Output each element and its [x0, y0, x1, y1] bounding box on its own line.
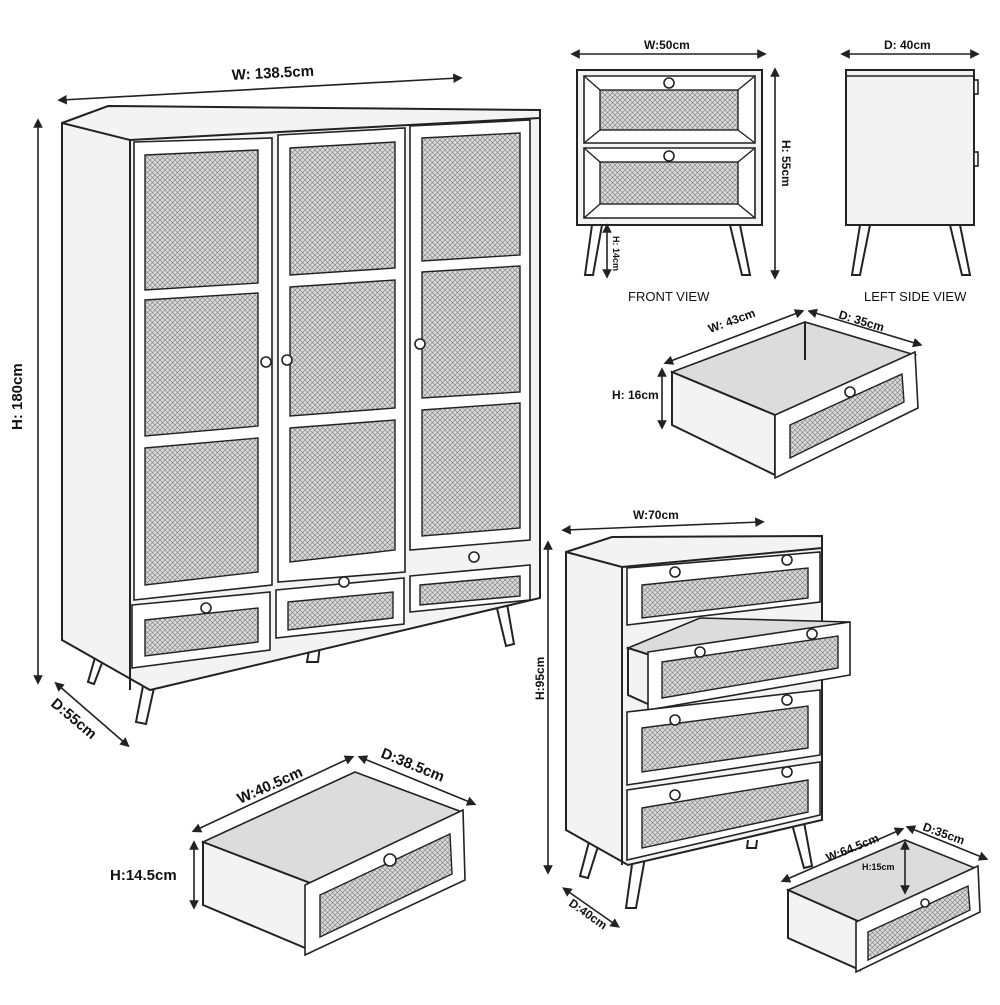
chest-drawer: W:64.5cm D:35cm H:15cm [780, 820, 989, 974]
chest-drawer-depth-label: D:35cm [921, 820, 967, 848]
nightstand-leg-label: H: 14cm [611, 236, 621, 271]
chest-width-arrow [561, 517, 765, 535]
nightstand-side-view: D: 40cm LEFT SIDE VIEW [840, 38, 980, 304]
wardrobe: W: 138.5cm H: 180cm D:55cm [9, 63, 541, 748]
chest-drawer-height-label: H:15cm [862, 862, 895, 872]
wardrobe-width-label: W: 138.5cm [231, 63, 314, 84]
wardrobe-depth-arrow [54, 681, 130, 748]
wardrobe-drawer-depth-label: D:38.5cm [379, 745, 447, 786]
wardrobe-width-arrow [57, 73, 463, 105]
wardrobe-height-label: H: 180cm [9, 363, 26, 430]
chest-drawer-depth-arrow [905, 825, 989, 861]
chest-drawer-width-arrow [780, 827, 905, 883]
nightstand-drawer-height-label: H: 16cm [612, 388, 659, 402]
nightstand-drawer-depth-arrow [807, 308, 923, 348]
wardrobe-drawer-depth-arrow [357, 755, 477, 806]
chest-width-label: W:70cm [633, 508, 679, 522]
nightstand-height-label: H: 55cm [779, 140, 793, 187]
chest-of-drawers: W:70cm H:95cm D:40cm [533, 508, 851, 932]
wardrobe-depth-label: D:55cm [47, 695, 99, 743]
nightstand-drawer-width-arrow [663, 309, 805, 365]
chest-depth-arrow [562, 887, 620, 928]
front-view-caption: FRONT VIEW [628, 289, 710, 304]
wardrobe-drawer: W:40.5cm D:38.5cm H:14.5cm [110, 745, 477, 957]
nightstand-depth-label: D: 40cm [884, 38, 931, 52]
nightstand-drawer: W: 43cm D: 35cm H: 16cm [612, 306, 923, 480]
chest-height-label: H:95cm [533, 657, 547, 700]
wardrobe-drawer-width-arrow [191, 755, 355, 833]
wardrobe-drawer-height-label: H:14.5cm [110, 867, 177, 884]
nightstand-width-label: W:50cm [644, 38, 690, 52]
nightstand-drawer-depth-label: D: 35cm [837, 307, 886, 334]
nightstand-front-view: W:50cm H: 55cm H: 14cm FRONT VIEW [570, 38, 793, 304]
chest-depth-label: D:40cm [566, 896, 610, 932]
side-view-caption: LEFT SIDE VIEW [864, 289, 967, 304]
